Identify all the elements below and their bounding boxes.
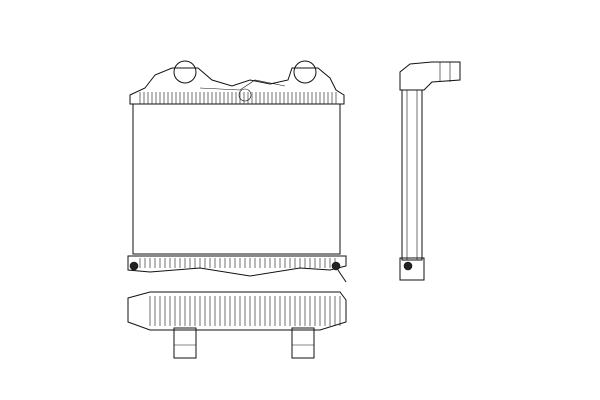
mount-right [331,261,341,271]
side-top-pipe [399,61,461,91]
bottom-pipe-right [291,327,315,359]
bottom-view [127,291,347,359]
top-tank [129,67,345,105]
outlet-pipe-right [293,60,317,84]
drain-bracket [337,269,347,283]
core [132,103,341,255]
bottom-view-body [127,291,347,331]
side-view [399,61,461,281]
front-view [127,60,347,283]
side-mount [403,261,413,271]
mount-left [129,261,139,271]
bottom-tank [127,255,347,283]
inlet-pipe-left [173,60,197,84]
center-boss [238,88,252,102]
bottom-pipe-left [173,327,197,359]
side-bottom-tank [399,257,425,281]
side-core [401,89,423,261]
